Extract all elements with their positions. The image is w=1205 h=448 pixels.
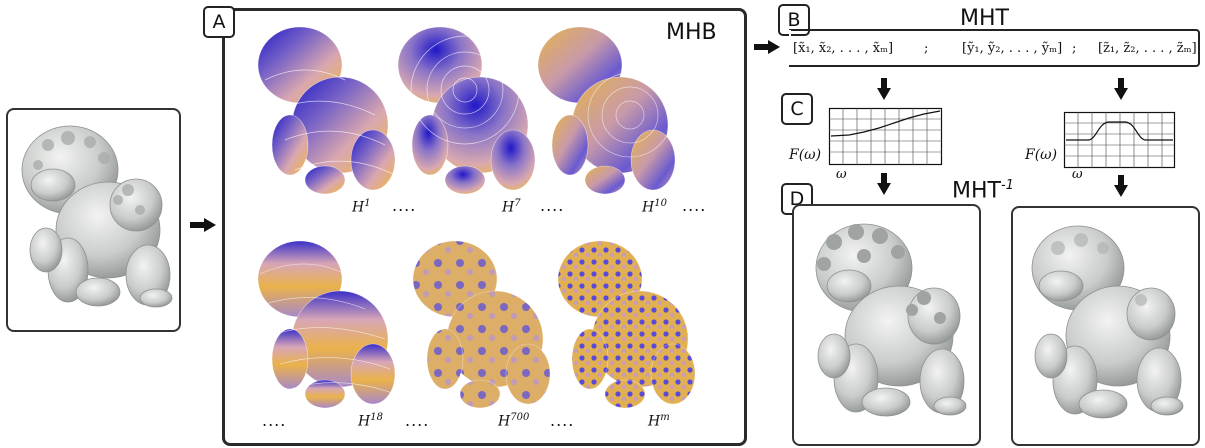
- lion-h10: [538, 27, 675, 194]
- label-c: C: [781, 93, 813, 125]
- arrow-down-left-1: [877, 78, 891, 100]
- omega-label-left: ω: [836, 167, 847, 182]
- lion-h700: [413, 241, 550, 408]
- output-lion-left: [794, 206, 979, 444]
- filter-label-left: F(ω): [789, 147, 821, 163]
- sep-2: ;: [1072, 41, 1076, 56]
- mht-inverse-title: MHT-1: [952, 178, 1014, 203]
- output-lion-right: [1013, 208, 1198, 444]
- sequence-x: [x̃₁, x̃₂, . . . , x̃ₘ]: [793, 41, 893, 56]
- lion-h7: [398, 27, 535, 194]
- arrow-to-mht: [754, 40, 780, 54]
- output-panel-left: [792, 204, 981, 446]
- filter-plot-left: [829, 108, 942, 165]
- filter-plot-right: [1064, 112, 1175, 168]
- label-hm: Hm: [648, 412, 670, 430]
- mht-title: MHT: [960, 6, 1009, 31]
- ellipsis-3: ....: [682, 196, 706, 215]
- lion-h18: [258, 241, 395, 408]
- label-h10: H10: [642, 198, 667, 216]
- label-h700: H700: [498, 412, 529, 430]
- input-lion-statue: [8, 110, 179, 330]
- ellipsis-6: ....: [550, 411, 574, 430]
- ellipsis-4: ....: [262, 411, 286, 430]
- label-h1: H1: [352, 198, 371, 216]
- output-panel-right: [1011, 206, 1200, 446]
- harmonic-lions: [225, 12, 743, 442]
- ellipsis-5: ....: [405, 411, 429, 430]
- sequence-y: [ỹ₁, ỹ₂, . . . , ỹₘ]: [962, 41, 1062, 56]
- ellipsis-1: ....: [392, 196, 416, 215]
- ellipsis-2: ....: [540, 196, 564, 215]
- label-h18: H18: [358, 412, 383, 430]
- filter-label-right: F(ω): [1025, 147, 1057, 163]
- arrow-down-left-2: [877, 173, 891, 195]
- input-model-panel: [6, 108, 181, 332]
- label-h7: H7: [502, 198, 521, 216]
- lion-h1: [258, 27, 395, 194]
- sequence-z: [z̃₁, z̃₂, . . . , z̃ₘ]: [1098, 41, 1197, 56]
- lion-hm: [558, 241, 695, 408]
- arrow-down-right-2: [1114, 175, 1128, 197]
- sep-1: ;: [924, 41, 928, 56]
- arrow-to-mhb: [190, 218, 216, 232]
- omega-label-right: ω: [1072, 167, 1083, 182]
- arrow-down-right-1: [1114, 78, 1128, 100]
